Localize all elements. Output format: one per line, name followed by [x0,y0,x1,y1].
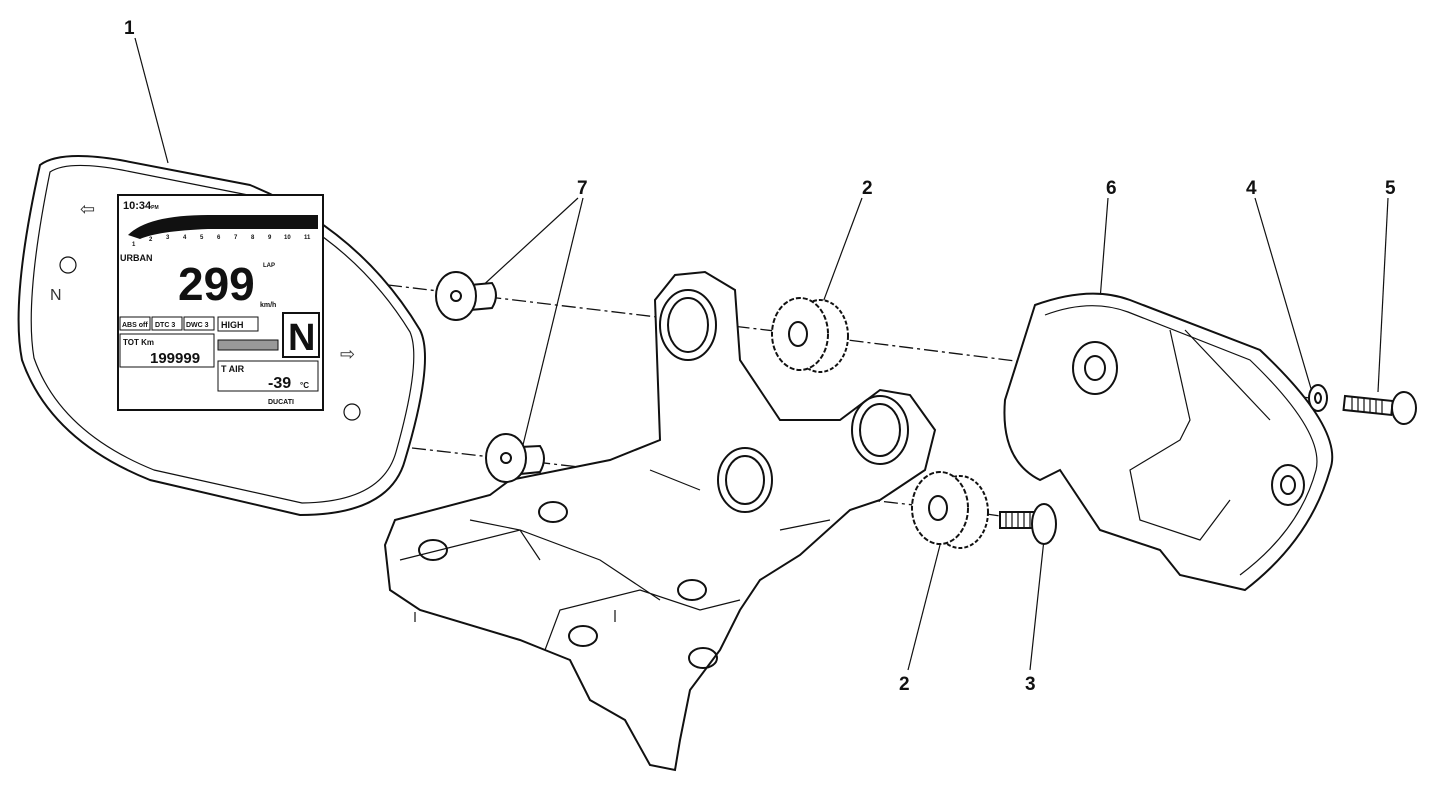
beam-indicator: HIGH [221,320,244,330]
leader-lines [134,37,1389,671]
callout-3: 3 [1025,674,1036,695]
svg-text:10:34PM: 10:34PM [123,200,159,212]
rubber-grommet-bottom [485,433,545,483]
rpm-tick: 11 [304,235,311,241]
rear-cover [1003,292,1334,592]
clock: 10:34 [123,200,152,212]
callout-labels: 1 7 2 6 4 5 2 3 [124,18,1396,695]
air-temp-label: T AIR [221,364,245,374]
screw-5 [1342,391,1417,425]
rpm-tick: 1 [132,242,136,248]
abs-warning-icon [343,403,361,421]
callout-7: 7 [577,178,588,199]
callout-4: 4 [1246,178,1257,199]
speed-readout: 299 [178,258,255,310]
warning-icon [59,256,77,274]
gear-indicator: N [288,317,315,359]
dtc-status: DTC 3 [155,322,175,329]
odometer-label: TOT Km [123,338,154,347]
rpm-tick: 9 [268,235,272,241]
lap-label: LAP [263,263,275,269]
brand-logo: DUCATI [268,399,294,406]
temp-unit: °C [300,381,309,390]
callout-2-bottom: 2 [899,674,910,695]
rpm-tick: 10 [284,235,291,241]
riding-mode: URBAN [120,253,153,263]
rpm-tick: 7 [234,235,238,241]
screw-3 [999,503,1057,545]
callout-1: 1 [124,18,135,39]
abs-status: ABS off [122,322,148,329]
rpm-tick: 2 [149,237,153,243]
dwc-status: DWC 3 [186,322,209,329]
instrument-panel: 10:34PM 1 2 3 4 5 6 7 8 9 10 11 URBAN 29… [17,155,426,517]
callout-5: 5 [1385,178,1396,199]
air-temp-value: -39 [268,375,291,392]
clock-suffix: PM [151,205,159,211]
callout-2-top: 2 [862,178,873,199]
speed-unit: km/h [260,302,276,309]
rpm-tick: 8 [251,235,255,241]
anti-vibration-mount-bottom [911,471,989,549]
rpm-tick: 3 [166,235,170,241]
turn-right-icon: ⇨ [340,344,355,364]
rpm-tick: 4 [183,235,187,241]
neutral-light-icon: N [50,287,62,304]
rubber-grommet-top [435,271,497,321]
washer-4 [1308,384,1328,412]
fuel-bar [217,339,279,351]
odometer-value: 199999 [150,350,200,367]
instrument-bracket [383,270,937,772]
turn-left-icon: ⇦ [80,199,95,219]
rpm-tick: 5 [200,235,204,241]
callout-6: 6 [1106,178,1117,199]
anti-vibration-mount-top [771,297,849,373]
rpm-tick-labels: 1 2 3 4 5 6 7 8 9 10 11 [132,235,311,248]
rpm-tick: 6 [217,235,221,241]
